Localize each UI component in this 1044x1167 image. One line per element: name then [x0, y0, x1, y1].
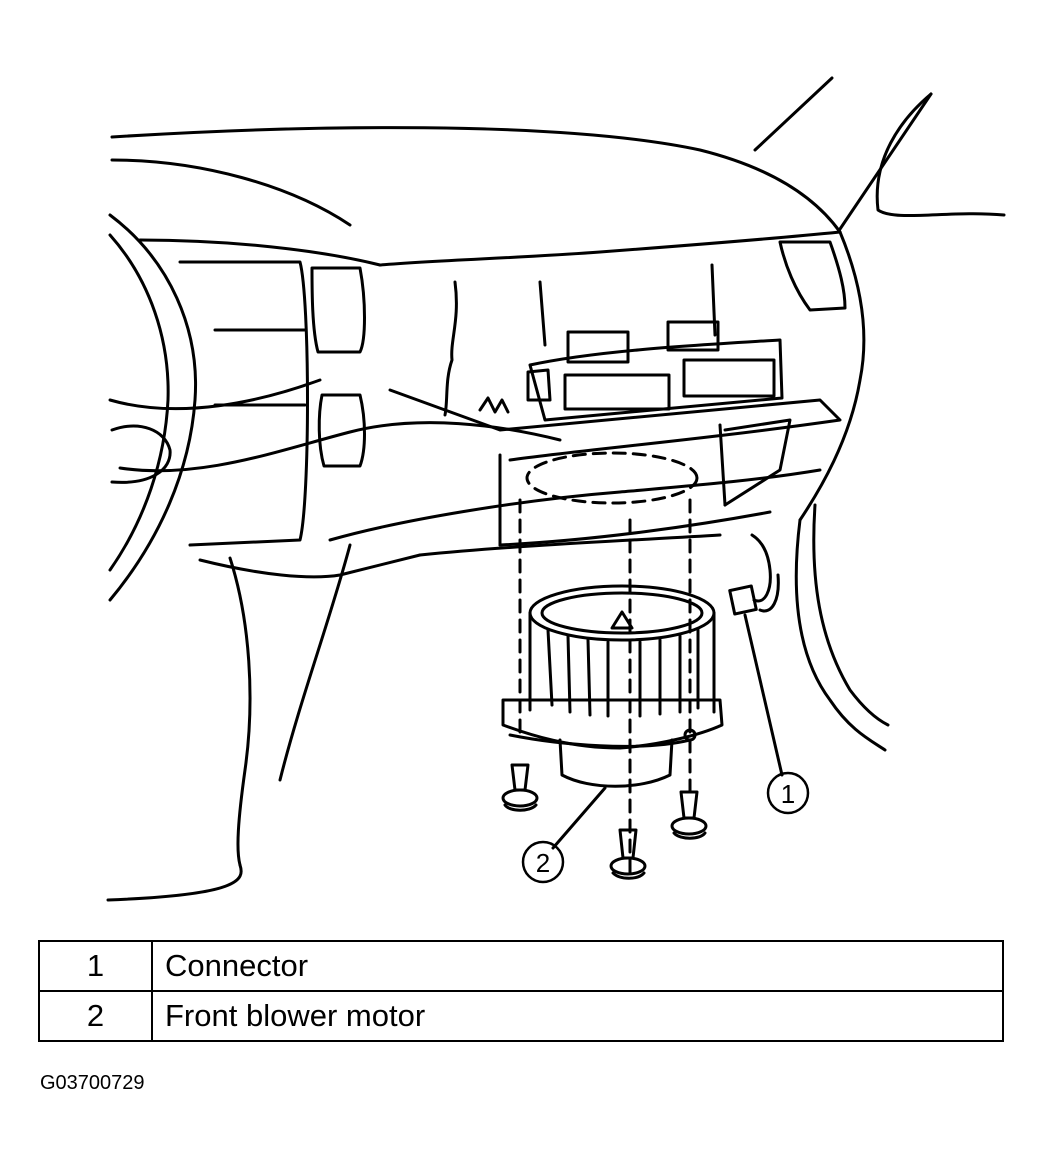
connector	[728, 533, 784, 777]
callout-2-number: 2	[536, 848, 550, 878]
legend-row: 2 Front blower motor	[38, 990, 1004, 1042]
legend-description: Connector	[151, 940, 1004, 992]
front-blower-motor	[501, 584, 724, 788]
screw-left	[501, 763, 539, 812]
legend-number: 1	[38, 940, 153, 992]
callout-2: 2	[521, 840, 565, 884]
legend-description: Front blower motor	[151, 990, 1004, 1042]
instrument-cluster	[178, 240, 847, 547]
callout-1: 1	[766, 771, 810, 815]
legend-row: 1 Connector	[38, 940, 1004, 992]
blower-motor-illustration: 1 2	[106, 76, 1006, 902]
screw-right	[670, 790, 708, 840]
callout-1-number: 1	[781, 779, 795, 809]
legend-table: 1 Connector 2 Front blower motor	[38, 940, 1004, 1042]
steering-wheel	[108, 213, 198, 602]
junction-block	[388, 263, 842, 547]
callout-leader-2	[551, 786, 607, 850]
screw-center	[609, 828, 647, 880]
dashboard-outline	[106, 76, 1006, 902]
legend-number: 2	[38, 990, 153, 1042]
figure-code: G03700729	[40, 1072, 145, 1094]
blower-opening	[518, 451, 699, 877]
